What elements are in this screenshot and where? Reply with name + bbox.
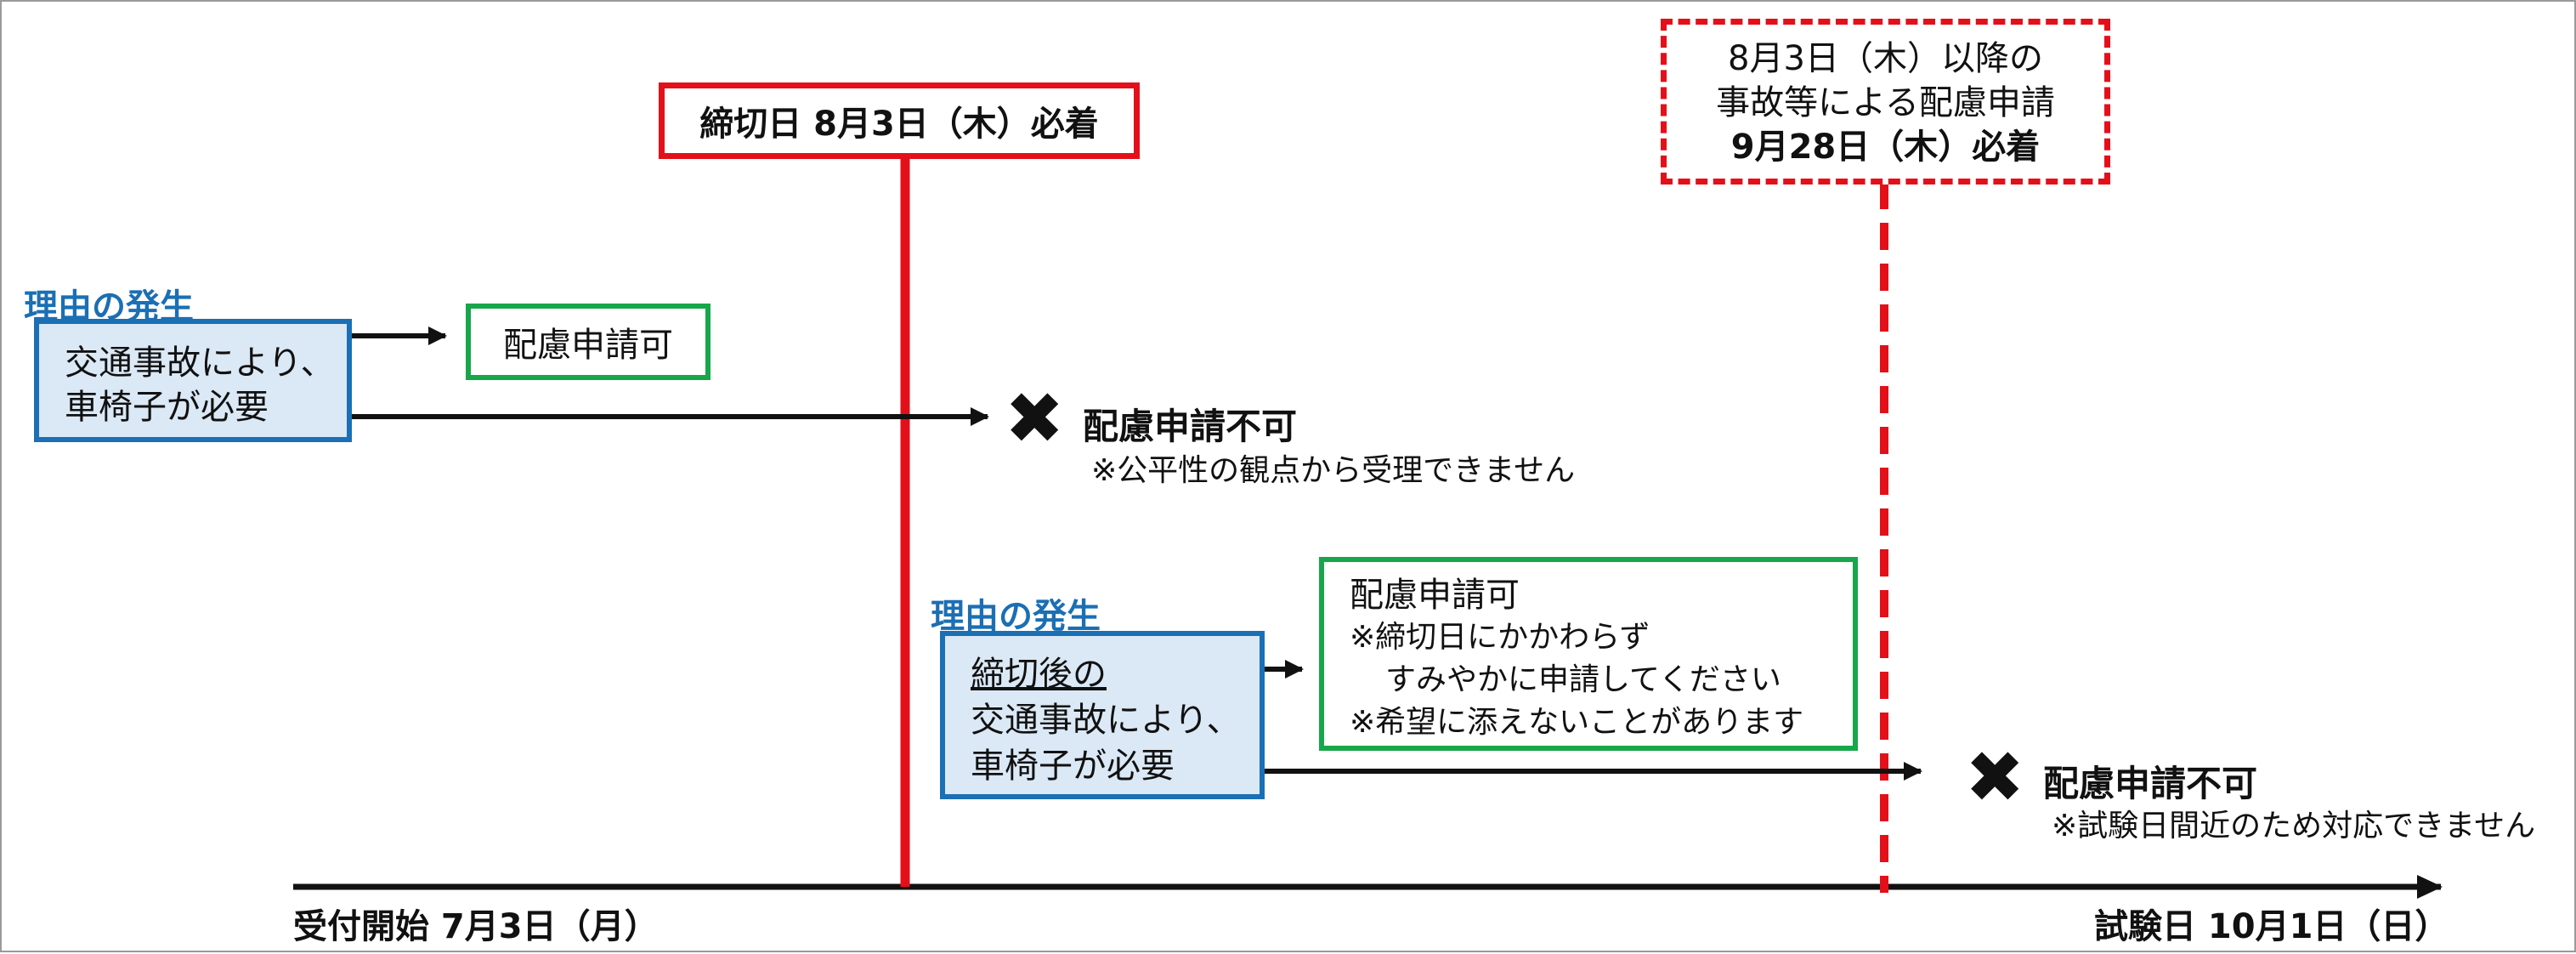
case2-allowed-box: 配慮申請可 ※締切日にかかわらず すみやかに申請してください ※希望に添えないこ… xyxy=(1319,557,1858,751)
case2-denied-label: 配慮申請不可 xyxy=(2043,763,2258,804)
post-deadline-box: 8月3日（木）以降の 事故等による配慮申請 9月28日（木）必着 xyxy=(1661,19,2110,185)
case2-allowed-note2: すみやかに申請してください xyxy=(1385,662,1781,697)
case2-reason-line3: 車椅子が必要 xyxy=(971,747,1175,786)
case2-allowed-note3: ※希望に添えないことがあります xyxy=(1350,705,1804,740)
case2-section-title: 理由の発生 xyxy=(931,597,1101,636)
case2-allowed-label: 配慮申請可 xyxy=(1350,576,1520,615)
case1-allowed-box: 配慮申請可 xyxy=(466,304,711,380)
timeline-end-label: 試験日 10月1日（日） xyxy=(2094,907,2449,946)
deadline-label: 締切日 8月3日（木）必着 xyxy=(699,105,1099,144)
case1-reason-line1: 交通事故により、 xyxy=(65,344,335,383)
case1-allowed-label: 配慮申請可 xyxy=(503,326,673,365)
post-deadline-line2: 事故等による配慮申請 xyxy=(1716,83,2055,122)
case1-deny-icon: ✖ xyxy=(1005,377,1065,460)
case1-reason-line2: 車椅子が必要 xyxy=(65,388,269,427)
post-deadline-date: 9月28日（木）必着 xyxy=(1730,128,2041,167)
post-deadline-line1: 8月3日（木）以降の xyxy=(1728,39,2043,78)
timeline-start-label: 受付開始 7月3日（月） xyxy=(293,907,659,946)
case2-reason-line2: 交通事故により、 xyxy=(971,701,1241,740)
case2-reason-line1: 締切後の xyxy=(971,655,1107,694)
case2-reason-box: 締切後の 交通事故により、 車椅子が必要 xyxy=(940,631,1265,799)
case2-deny-icon: ✖ xyxy=(1965,735,2025,819)
case1-denied-label: 配慮申請不可 xyxy=(1083,406,1298,447)
case1-denied-note: ※公平性の観点から受理できません xyxy=(1091,453,1576,488)
deadline-box: 締切日 8月3日（木）必着 xyxy=(659,82,1140,159)
case1-reason-box: 交通事故により、 車椅子が必要 xyxy=(34,319,352,442)
case2-allowed-note1: ※締切日にかかわらず xyxy=(1350,620,1650,655)
case2-denied-note: ※試験日間近のため対応できません xyxy=(2052,809,2536,843)
